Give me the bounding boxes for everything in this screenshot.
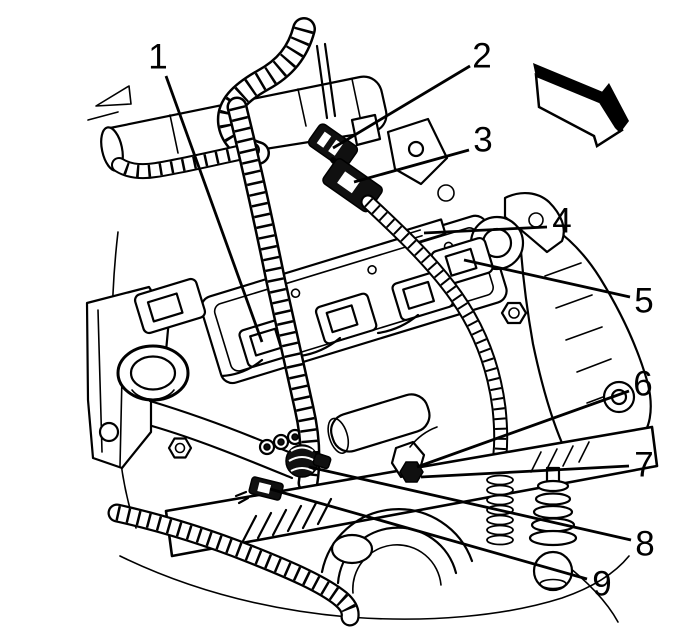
dipstick-boot: [528, 466, 578, 592]
callout-layer: 1 2 3 4 5 6 7 89: [148, 37, 654, 604]
callout-label-6: 6: [633, 365, 652, 404]
callout-leader-line-5: [463, 258, 631, 299]
knock-sensor-connector: [285, 444, 332, 478]
callout-leader-line-7: [420, 464, 630, 479]
callout-label-5: 5: [634, 282, 653, 321]
threaded-stud: [486, 474, 514, 546]
camshaft-sensor: [133, 277, 207, 335]
callout-leader-line-4: [423, 225, 548, 235]
callout-label-2: 2: [472, 37, 491, 76]
coil-pigtail-wires: [220, 313, 420, 378]
callout-leader-line-2: [332, 64, 471, 150]
bracket-rod: [315, 42, 337, 120]
wiring-conduit-right: [360, 194, 509, 479]
callout-leader-line-6: [416, 389, 630, 469]
starter-motor: [327, 393, 431, 455]
callout-leader-line-8: [308, 465, 632, 542]
callout-label-1: 1: [148, 38, 167, 77]
wiring-conduit-main: [226, 96, 321, 494]
callout-label-9: 9: [592, 565, 611, 604]
callout-label-7: 7: [634, 446, 653, 485]
front-of-vehicle-arrow-icon: [533, 63, 629, 148]
intake-port-ring: [116, 344, 190, 402]
callout-label-3: 3: [473, 121, 492, 160]
crankshaft-position-sensor: [390, 426, 438, 483]
crank-pulley-arcs: [320, 508, 474, 594]
transmission-housing: [500, 192, 652, 455]
callout-leader-line-9: [269, 487, 588, 581]
callout-leader-line-1: [164, 75, 264, 343]
lift-bracket: [386, 117, 455, 202]
lower-heater-hose: [107, 503, 360, 627]
wiring-harness-left: [111, 142, 260, 180]
callout-label-4: 4: [552, 202, 571, 241]
callout-label-8: 8: [635, 525, 654, 564]
callout-leader-line-3: [353, 148, 470, 184]
